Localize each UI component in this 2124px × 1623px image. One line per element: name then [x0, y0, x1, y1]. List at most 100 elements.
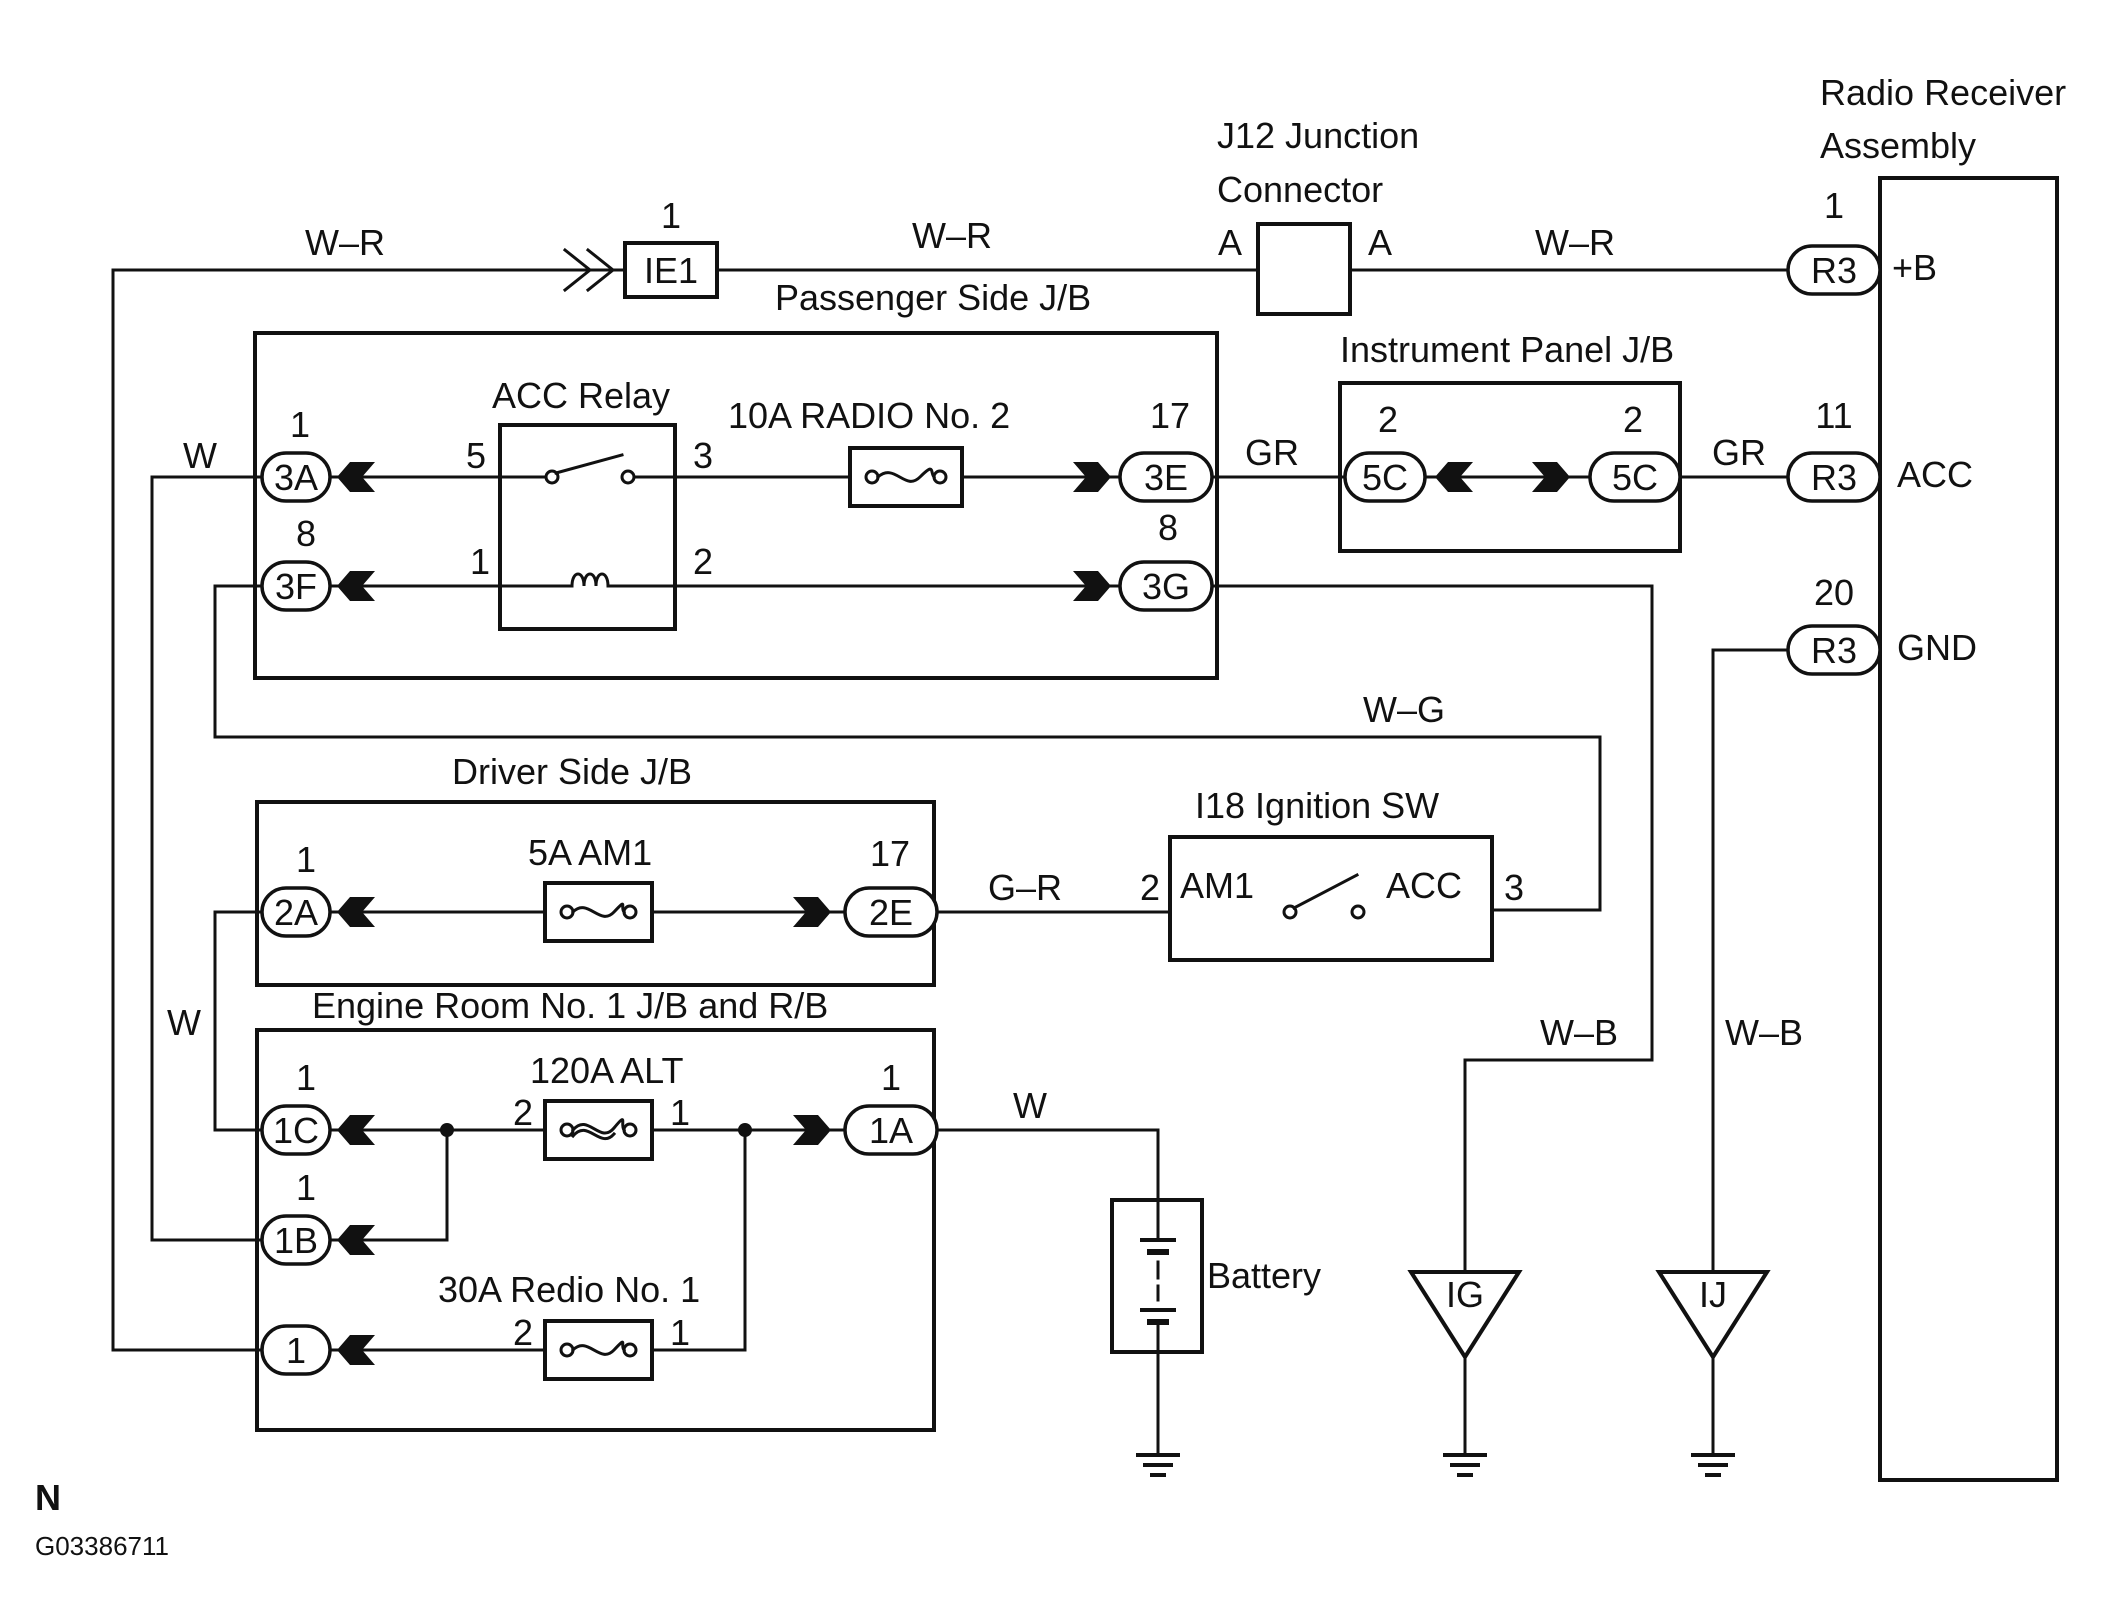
wire-3g-ig	[1210, 584, 1654, 1274]
connector-3e	[1118, 451, 1214, 503]
ground-ig-label: IG	[1446, 1274, 1484, 1315]
pin-3f: 8	[296, 513, 316, 554]
connector-2e-label: 2E	[869, 892, 913, 933]
passenger-jb-box	[253, 331, 1219, 680]
wire-wg	[213, 584, 1602, 912]
pin-relay-5: 5	[466, 435, 486, 476]
connector-3g-label: 3G	[1142, 566, 1190, 607]
wire-label-w-battery: W	[1013, 1085, 1047, 1126]
ground-point-ij	[1655, 1270, 1771, 1361]
fuse-radio2	[848, 446, 964, 508]
connector-3a	[260, 451, 332, 503]
pin-alt-1: 1	[670, 1092, 690, 1133]
connector-1a-label: 1A	[869, 1110, 913, 1151]
ground-symbol	[1443, 1453, 1487, 1477]
connector-5c-right	[1588, 451, 1682, 503]
terminal-acc: ACC	[1897, 454, 1973, 495]
acc-relay-switch	[498, 453, 677, 485]
connector-1a	[843, 1104, 939, 1156]
connector-2a	[260, 886, 332, 938]
connector-2a-label: 2A	[274, 892, 318, 933]
wire-label-wr-mid: W–R	[912, 215, 992, 256]
wire-w-1b-3a	[150, 475, 270, 1242]
engine-room-jb-box	[255, 1028, 936, 1432]
engine-room-jb-title: Engine Room No. 1 J/B and R/B	[312, 985, 828, 1026]
pin-2a: 1	[296, 839, 316, 880]
battery-symbol	[1110, 1198, 1204, 1354]
pin-5c-left: 2	[1378, 399, 1398, 440]
j12-pin-left: A	[1218, 222, 1242, 263]
connector-r3-b-label: R3	[1811, 250, 1857, 291]
wire-label-wr-left: W–R	[305, 222, 385, 263]
ignition-sw-title: I18 Ignition SW	[1195, 785, 1439, 826]
fuse-am1	[543, 881, 654, 943]
wire-label-gr-left: GR	[1245, 432, 1299, 473]
ie1-connector	[623, 241, 719, 299]
driver-jb-box	[255, 800, 936, 987]
connector-1c-label: 1C	[273, 1110, 319, 1151]
pin-relay-1: 1	[470, 541, 490, 582]
pin-1c: 1	[296, 1057, 316, 1098]
connector-arrows	[337, 247, 1570, 1365]
terminal-gnd: GND	[1897, 627, 1977, 668]
pin-3e: 17	[1150, 395, 1190, 436]
pin-ign-2: 2	[1140, 867, 1160, 908]
wire-wr-top-left	[111, 268, 627, 1352]
connector-pills	[260, 244, 1882, 1376]
j12-title-2: Connector	[1217, 169, 1383, 210]
connector-r3-gnd	[1786, 624, 1882, 676]
wire-label-wg: W–G	[1363, 689, 1445, 730]
wire-label-gr-right: GR	[1712, 432, 1766, 473]
footer-code-n: N	[35, 1477, 61, 1518]
wire-junction-radio1	[650, 1128, 747, 1352]
fuse-alt	[543, 1099, 654, 1161]
fuse-radio1-label: 30A Redio No. 1	[438, 1269, 700, 1310]
ignition-switch-contact	[1282, 872, 1366, 920]
j12-junction-box	[1256, 222, 1352, 316]
connector-r3-acc-label: R3	[1811, 457, 1857, 498]
pin-ie1: 1	[661, 195, 681, 236]
ground-symbol	[1136, 1453, 1180, 1477]
connector-1-label: 1	[286, 1330, 306, 1371]
connector-3e-label: 3E	[1144, 457, 1188, 498]
radio-receiver-title: Radio Receiver	[1820, 72, 2066, 113]
wire-w-2a-1c	[213, 910, 264, 1132]
instrument-jb-box	[1338, 381, 1682, 553]
wire-w-battery	[935, 1128, 1160, 1202]
fuse-alt-label: 120A ALT	[530, 1050, 683, 1091]
connector-r3-b	[1786, 244, 1882, 296]
acc-relay-title: ACC Relay	[492, 375, 670, 416]
radio-receiver-title-2: Assembly	[1820, 125, 1976, 166]
pin-3g: 8	[1158, 507, 1178, 548]
fuse-am1-label: 5A AM1	[528, 832, 652, 873]
driver-jb-title: Driver Side J/B	[452, 751, 692, 792]
wire-label-wb-ig: W–B	[1540, 1012, 1618, 1053]
pin-1b: 1	[296, 1167, 316, 1208]
junction-dot	[738, 1123, 752, 1137]
ground-symbol	[1691, 1453, 1735, 1477]
passenger-jb-title: Passenger Side J/B	[775, 277, 1091, 318]
wire-junction-1b	[328, 1128, 449, 1242]
instrument-jb-title: Instrument Panel J/B	[1340, 329, 1674, 370]
connector-r3-acc	[1786, 451, 1882, 503]
connector-1c	[260, 1104, 332, 1156]
connector-2e	[843, 886, 939, 938]
fuse-radio1	[543, 1319, 654, 1381]
pin-radio1-1: 1	[670, 1312, 690, 1353]
ground-ij-label: IJ	[1699, 1274, 1727, 1315]
connector-1	[260, 1324, 332, 1376]
pin-ign-3: 3	[1504, 867, 1524, 908]
fuse-radio2-label: 10A RADIO No. 2	[728, 395, 1010, 436]
ground-point-ig	[1407, 1270, 1523, 1361]
connector-5c-left	[1343, 451, 1427, 503]
wire-label-wr-right: W–R	[1535, 222, 1615, 263]
connector-3g	[1118, 560, 1214, 612]
connector-r3-gnd-label: R3	[1811, 630, 1857, 671]
j12-pin-right: A	[1368, 222, 1392, 263]
terminal-plus-b: +B	[1892, 247, 1937, 288]
pin-3a: 1	[290, 404, 310, 445]
wire-r3gnd-ij	[1711, 648, 1790, 1274]
j12-title: J12 Junction	[1217, 115, 1419, 156]
connector-5c-left-label: 5C	[1362, 457, 1408, 498]
connector-1b-label: 1B	[274, 1220, 318, 1261]
